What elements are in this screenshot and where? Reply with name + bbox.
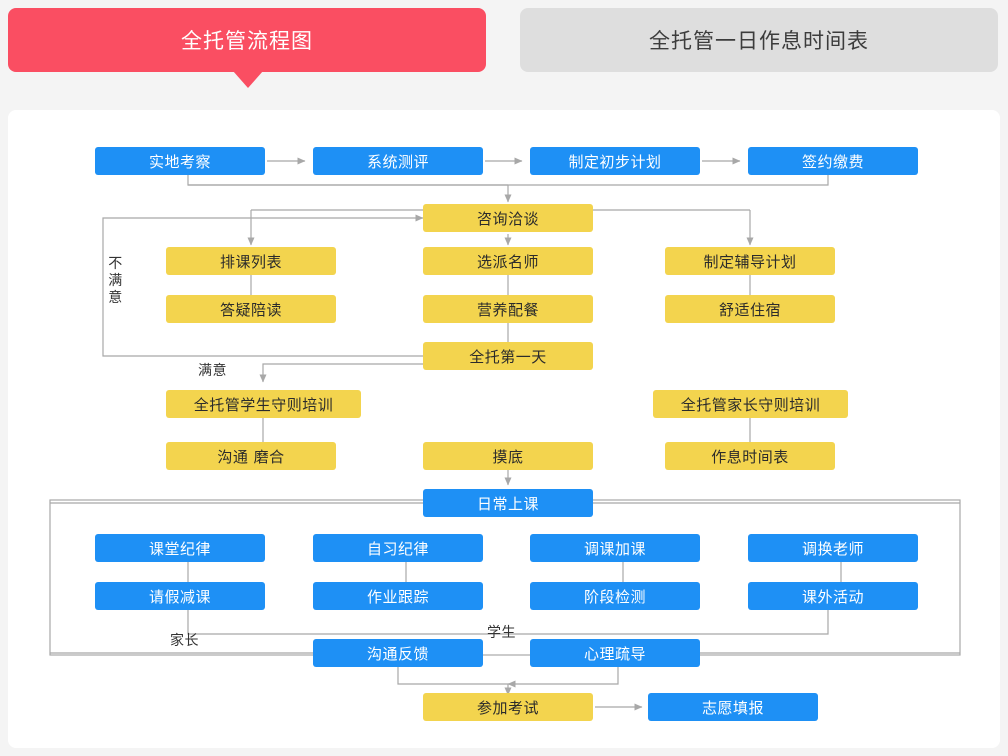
flow-node-n2[interactable]: 系统测评 [313,147,483,175]
flow-node-label: 舒适住宿 [718,300,781,319]
flow-node-label: 自习纪律 [366,539,429,558]
flow-node-n23[interactable]: 请假减课 [95,582,265,610]
flow-node-n8[interactable]: 制定辅导计划 [665,247,835,275]
flow-node-n4[interactable]: 签约缴费 [748,147,918,175]
active-tab-pointer-icon [233,71,263,88]
edge-label-l4: 学生 [487,625,516,641]
flow-node-label: 沟通 磨合 [217,447,285,466]
flow-node-label: 排课列表 [219,252,282,271]
flow-node-n24[interactable]: 作业跟踪 [313,582,483,610]
flow-node-label: 全托管学生守则培训 [193,395,334,414]
flow-node-n10[interactable]: 营养配餐 [423,295,593,323]
flow-node-n26[interactable]: 课外活动 [748,582,918,610]
edge-label-l2: 满意 [198,363,227,379]
flow-node-n28[interactable]: 心理疏导 [530,639,700,667]
flow-node-label: 作息时间表 [711,447,789,466]
tab-flow-diagram[interactable]: 全托管流程图 [8,8,486,72]
flow-node-n6[interactable]: 排课列表 [166,247,336,275]
flow-node-n30[interactable]: 志愿填报 [648,693,818,721]
flow-node-n13[interactable]: 全托管学生守则培训 [166,390,361,418]
flow-node-label: 请假减课 [148,587,211,606]
flow-node-n5[interactable]: 咨询洽谈 [423,204,593,232]
flow-node-n17[interactable]: 作息时间表 [665,442,835,470]
flow-node-label: 咨询洽谈 [476,209,539,228]
connector-layer [49,157,961,711]
flow-node-label: 实地考察 [148,152,211,171]
flow-node-label: 调课加课 [583,539,646,558]
flow-node-n11[interactable]: 舒适住宿 [665,295,835,323]
flow-node-n16[interactable]: 摸底 [423,442,593,470]
flow-node-label: 课外活动 [801,587,864,606]
flow-node-label: 日常上课 [476,494,539,513]
flow-node-n20[interactable]: 自习纪律 [313,534,483,562]
flow-node-label: 参加考试 [476,698,539,717]
flow-node-label: 调换老师 [801,539,864,558]
flow-node-n15[interactable]: 沟通 磨合 [166,442,336,470]
flow-node-n12[interactable]: 全托第一天 [423,342,593,370]
flow-node-label: 制定辅导计划 [703,252,797,271]
flow-node-n22[interactable]: 调换老师 [748,534,918,562]
flow-node-label: 心理疏导 [583,644,646,663]
flow-node-label: 全托管家长守则培训 [680,395,821,414]
flow-node-n29[interactable]: 参加考试 [423,693,593,721]
flow-node-n7[interactable]: 选派名师 [423,247,593,275]
flowchart-canvas: 实地考察 系统测评 制定初步计划 签约缴费咨询洽谈排课列表 选派名师 制定辅导计划答疑陪读… [8,110,1000,748]
flow-node-label: 全托第一天 [469,347,547,366]
flow-node-label: 课堂纪律 [148,539,211,558]
flow-node-n1[interactable]: 实地考察 [95,147,265,175]
flow-node-label: 制定初步计划 [568,152,662,171]
flow-node-label: 阶段检测 [583,587,646,606]
edge-label-l3: 家长 [170,633,199,649]
flow-node-label: 摸底 [492,447,524,466]
flow-node-label: 系统测评 [366,152,429,171]
flow-node-label: 营养配餐 [476,300,539,319]
flow-node-label: 选派名师 [476,252,539,271]
flow-node-label: 沟通反馈 [366,644,429,663]
flow-node-n18[interactable]: 日常上课 [423,489,593,517]
flow-node-n14[interactable]: 全托管家长守则培训 [653,390,848,418]
flow-node-n19[interactable]: 课堂纪律 [95,534,265,562]
flow-node-label: 答疑陪读 [219,300,282,319]
flow-node-n27[interactable]: 沟通反馈 [313,639,483,667]
flow-node-label: 作业跟踪 [366,587,429,606]
flow-node-n21[interactable]: 调课加课 [530,534,700,562]
flow-node-n3[interactable]: 制定初步计划 [530,147,700,175]
flow-node-n9[interactable]: 答疑陪读 [166,295,336,323]
flow-node-n25[interactable]: 阶段检测 [530,582,700,610]
tab-daily-schedule[interactable]: 全托管一日作息时间表 [520,8,998,72]
flow-node-label: 签约缴费 [801,152,864,171]
flow-node-label: 志愿填报 [701,698,764,717]
edge-label-l1: 不满意 [108,256,123,306]
